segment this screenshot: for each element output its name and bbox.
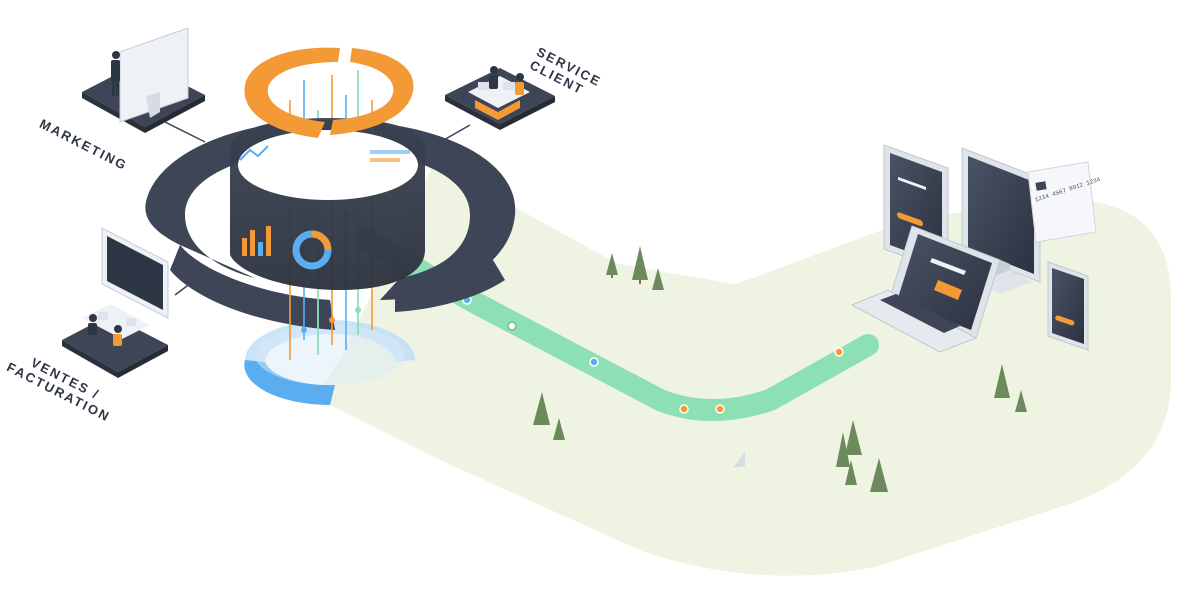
person-icon (515, 73, 524, 95)
path-dot (834, 347, 844, 357)
pine-tree-icon (845, 420, 862, 455)
credit-card-icon (1027, 161, 1097, 243)
person-icon (88, 314, 97, 335)
pine-tree-icon (836, 432, 850, 467)
dashboard-panel (230, 118, 425, 290)
monitor-icon (101, 227, 169, 319)
desk-workstation-icon (468, 76, 530, 120)
donut-chart-icon (292, 230, 332, 270)
pine-tree-icon (632, 246, 648, 284)
line-graph-icon (239, 145, 410, 162)
monitor-icon (961, 147, 1041, 294)
phone-icon (1047, 261, 1089, 351)
pine-tree-icon (994, 364, 1010, 398)
trees (533, 246, 1027, 492)
laptop-icon (850, 225, 1001, 353)
pine-tree-icon (533, 392, 550, 425)
pine-tree-icon (870, 458, 888, 492)
bar-chart-icon (242, 226, 271, 256)
service-client-workstation (445, 66, 555, 130)
pine-tree-icon (1015, 390, 1027, 412)
hub-dark-ring (145, 120, 516, 330)
connector-lines (164, 121, 471, 296)
path-dot (679, 404, 689, 414)
hub-orange-ring (244, 47, 414, 138)
path-dot (589, 357, 599, 367)
cursor-arrow-icon (733, 452, 745, 468)
ventes-facturation-workstation (62, 227, 169, 378)
desk-workstation-icon (82, 304, 150, 339)
pine-tree-icon (606, 253, 618, 278)
path-dot (715, 404, 725, 414)
pine-tree-icon (845, 460, 857, 485)
person-icon (113, 325, 122, 346)
person-icon (489, 66, 498, 89)
customer-devices (850, 144, 1097, 353)
pine-tree-icon (553, 418, 565, 440)
marketing-workstation (82, 27, 205, 133)
hub-reflection (244, 320, 415, 406)
person-icon (111, 51, 120, 96)
path-dot (507, 321, 517, 331)
monitor-icon (119, 27, 189, 123)
pine-tree-icon (652, 268, 664, 290)
